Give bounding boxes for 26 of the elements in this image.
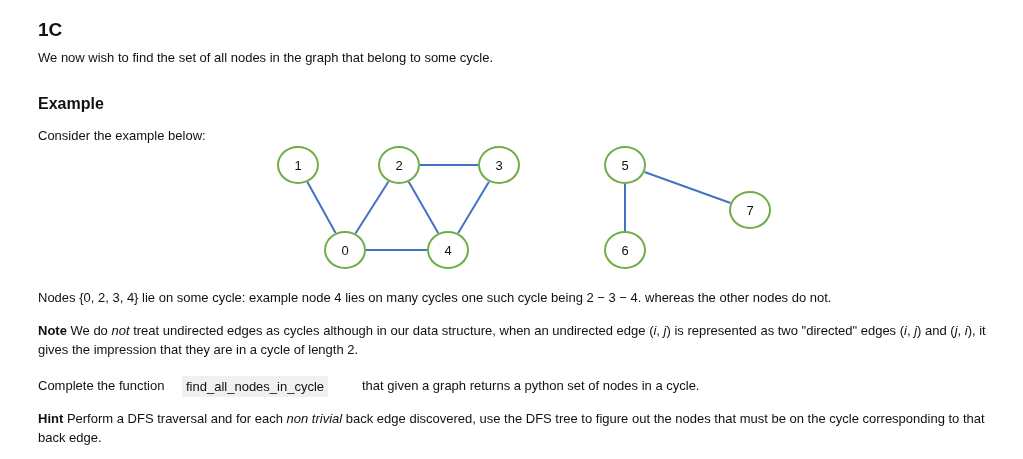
graph-node: 3 — [478, 146, 520, 184]
hint-paragraph: Hint Perform a DFS traversal and for each non trivial back edge discovered, use the DFS tree to figure out the nodes that must be on the cycle corresponding to that back edge. — [38, 410, 986, 447]
graph-node: 0 — [324, 231, 366, 269]
graph-node: 5 — [604, 146, 646, 184]
paragraph: We now wish to find the set of all nodes in the graph that belong to some cycle. — [38, 49, 495, 67]
graph-node: 2 — [378, 146, 420, 184]
edge-line — [407, 180, 440, 235]
graph-node: 4 — [427, 231, 469, 269]
edge-line — [419, 164, 479, 166]
note-paragraph: Note We do not treat undirected edges as cycles although in our data structure, when an undirected edge (i, j) is represented as two "directed" edges (i, j) and (j, i), it gives the impression that they are in a cycle of length 2. — [38, 322, 987, 359]
edge-line — [457, 180, 490, 235]
edge-line — [643, 171, 732, 204]
edge-line — [306, 181, 337, 234]
edge-line — [354, 180, 390, 235]
graph-node: 7 — [729, 191, 771, 229]
paragraph: that given a graph returns a python set of nodes in a cycle. — [362, 377, 700, 395]
graph-node: 6 — [604, 231, 646, 269]
paragraph: Nodes {0, 2, 3, 4} lie on some cycle: example node 4 lies on many cycles one such cycle being 2 − 3 − 4. whereas the other nodes do not. — [38, 289, 833, 307]
edge-line — [624, 183, 626, 232]
paragraph: Complete the function — [38, 377, 165, 395]
code-span: find_all_nodes_in_cycle — [182, 376, 329, 397]
subheading: Example — [38, 94, 104, 113]
graph-node: 1 — [277, 146, 319, 184]
paragraph: Consider the example below: — [38, 127, 207, 145]
edge-line — [365, 249, 428, 251]
heading: 1C — [38, 19, 63, 41]
